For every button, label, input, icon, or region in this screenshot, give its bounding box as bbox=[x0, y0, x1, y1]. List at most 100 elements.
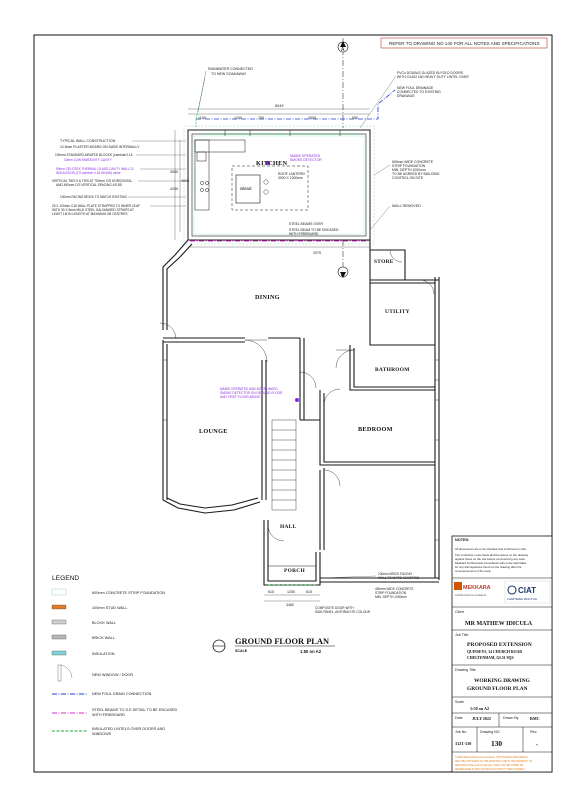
annotations: RAINWATER CONNECTED TO NEW SOAKAWAY PVCu… bbox=[52, 67, 469, 614]
dimension-lines bbox=[174, 108, 370, 602]
job-title-label: Job Title bbox=[455, 633, 468, 637]
room-utility: UTILITY bbox=[385, 309, 410, 315]
note-beam-2: STEEL BEAM TO BE ENCASED bbox=[289, 228, 339, 232]
plan-scale: 1:50 on A2 bbox=[300, 649, 322, 654]
drawing-title-label: Drawing Title bbox=[455, 668, 476, 672]
dim-porch-a: 615 bbox=[268, 590, 274, 594]
legend-symbol-brick bbox=[51, 634, 67, 640]
room-hall: HALL bbox=[280, 524, 297, 530]
note-drain-2: CONNECTED TO EXISTING bbox=[397, 90, 441, 94]
hall-smoke-detector bbox=[295, 398, 299, 402]
legend-title: LEGEND bbox=[52, 575, 79, 582]
porch-outline bbox=[267, 565, 317, 582]
roof-lantern bbox=[231, 165, 309, 211]
note-wall-6: VERTICAL TIES 9 & TIES AT 750mm C/S HORI… bbox=[52, 179, 133, 183]
legend-label-4: INSULATION bbox=[92, 652, 115, 656]
legend-label-3: BRICK WALL bbox=[92, 636, 115, 640]
note-rainwater-1: RAINWATER CONNECTED bbox=[208, 67, 253, 71]
copyright-3: REPRODUCED IN PART OR WHOLE WITHOUT THEI… bbox=[455, 768, 525, 771]
sheet-border bbox=[33, 34, 553, 773]
note-smoke-2: SMOKE DETECTOR bbox=[290, 158, 322, 162]
notes-line-4: for any discrepancies found on the drawi… bbox=[455, 565, 522, 569]
note-door-2: SIDE PANEL, ANTHRACITE COLOUR bbox=[315, 610, 371, 614]
notes-line-0: All dimensions are to be checked and con… bbox=[455, 547, 527, 551]
note-porch-found-2: STRIP FOUNDATION bbox=[375, 591, 407, 595]
legend-label-5: NEW WINDOW / DOOR bbox=[92, 673, 133, 677]
note-wall-1: 12.5mm PLASTER BOARD ON DABS INTERNALLY bbox=[60, 145, 140, 149]
drawn-by-value: RMC bbox=[530, 716, 540, 721]
note-wall-5: INSULATION (TO achieve 0.18 W/m2k) value bbox=[56, 171, 121, 175]
room-porch: PORCH bbox=[284, 568, 305, 574]
foul-drain-line bbox=[196, 89, 396, 120]
note-brick-1: 100mm BRICK FACING bbox=[378, 572, 413, 576]
extension-walls bbox=[187, 129, 371, 241]
note-wall-9: 25 X 100mm C16 WALL PLATE STRAPPED TO IN… bbox=[52, 204, 140, 208]
dim-v1: 3050 bbox=[170, 170, 178, 174]
staircase bbox=[271, 419, 297, 511]
legend-symbol-window bbox=[57, 664, 73, 682]
drawing-title-2: GROUND FLOOR PLAN bbox=[467, 686, 528, 692]
notes-line-3: Mekkara Architectural Consultants will n… bbox=[455, 561, 527, 565]
dim-3: 700 bbox=[258, 116, 264, 120]
note-smoke-1: MAINS OPERATED bbox=[290, 154, 321, 158]
drawing-title-1: WORKING DRAWING bbox=[474, 678, 531, 684]
note-foundation-4: TO BE AGREED BY BUILDING bbox=[392, 172, 440, 176]
existing-house-walls bbox=[162, 239, 440, 586]
legend-symbol-foundation bbox=[51, 588, 67, 596]
legend-label-8: INSULATED LINTELS OVER DOORS AND WINDOWS bbox=[92, 727, 166, 736]
note-beam-1: STEEL BEAMS OVER bbox=[289, 222, 324, 226]
mekkara-logo: MEKKARA Architectural Consultants bbox=[454, 582, 491, 597]
windows bbox=[163, 359, 439, 541]
floor-plan bbox=[159, 77, 440, 586]
job-no-value: 1121-110 bbox=[455, 741, 472, 746]
legend-label-0: 600mm CONCRETE STRIP FOUNDATION bbox=[92, 591, 165, 595]
note-drain-3: DRAINAGE bbox=[397, 94, 415, 98]
note-beam-3: WITH FIREBOARD bbox=[289, 232, 319, 236]
legend-label-6: NEW FOUL DRAIN CONNECTION bbox=[92, 692, 152, 696]
notes-line-5: commencement of the work. bbox=[455, 569, 492, 573]
ciat-sub: CHARTERED PRACTICE bbox=[507, 597, 537, 601]
title-block: NOTES: All dimensions are to be checked … bbox=[451, 535, 553, 773]
copyright-0: © MEKKARA Architectural Consultants. THI… bbox=[455, 756, 528, 759]
company-name: MEKKARA bbox=[463, 585, 491, 591]
room-store: STORE bbox=[374, 259, 394, 265]
plan-title: GROUND FLOOR PLAN bbox=[235, 637, 329, 646]
note-foundation-3: MIN. DEPTH 1000mm bbox=[392, 168, 426, 172]
job-no-label: Job No bbox=[455, 730, 466, 734]
note-brick-2: WALL TO MATCH EXISTING bbox=[378, 576, 420, 580]
island-stool bbox=[263, 179, 269, 185]
rev-value: - bbox=[536, 742, 538, 748]
section-marker-top: A bbox=[337, 38, 349, 128]
room-island: island bbox=[240, 186, 252, 191]
note-hall-detector-1: MAINS OPERATED AND INTERLINKED bbox=[220, 387, 278, 391]
address-line-2: CHELTENHAM, GL51 9QS bbox=[467, 656, 514, 660]
drawing-no-label: Drawing NO bbox=[480, 730, 500, 734]
copyright-2: MEKKARA Architectural Consultants. SHALL… bbox=[455, 764, 524, 767]
note-lantern-2: 3000 X 1000mm bbox=[278, 176, 303, 180]
foundation-outline bbox=[183, 125, 375, 245]
scale-label: Scale bbox=[455, 700, 464, 704]
note-wall-10: WITH 30 X 5mm MILD STEEL GALVANISED STRA… bbox=[52, 208, 134, 212]
section-marker-bottom: A bbox=[337, 240, 349, 278]
dim-porch-b: 1250 bbox=[287, 590, 295, 594]
note-foundation-2: STRIP FOUNDATION bbox=[392, 164, 426, 168]
notes-line-2: against those on the site before commenc… bbox=[455, 557, 526, 561]
note-glazing-2: WITH CX402 160 HEAVY DUTY LINTEL OVER bbox=[397, 75, 469, 79]
plan-title-block: GROUND FLOOR PLAN SCALE 1:50 on A2 bbox=[212, 637, 335, 654]
dim-porch-c: 615 bbox=[306, 590, 312, 594]
copyright-1: ARE THE COPYRIGHT OF THE ARCHITECT AND I… bbox=[455, 760, 533, 763]
note-wall-removed: WALL REMOVED bbox=[392, 204, 421, 208]
ciat-name: CIAT bbox=[518, 586, 536, 595]
legend-symbol-insulation bbox=[51, 650, 67, 656]
dim-1: 1199 bbox=[198, 116, 206, 120]
legend-label-7: STEEL BEAMS TO S.E DETAIL TO BE ENCASED … bbox=[92, 708, 178, 717]
room-dining: DINING bbox=[255, 294, 280, 301]
note-wall-0: TYPICAL WALL CONSTRUCTION bbox=[60, 139, 116, 143]
legend-label-1: 100mm STUD WALL bbox=[92, 606, 127, 610]
room-labels: KITCHEN island STORE DINING UTILITY BATH… bbox=[199, 160, 410, 574]
dim-overall: 6049 bbox=[275, 104, 283, 108]
island-stool bbox=[263, 189, 269, 195]
legend-label-2: BLOCK WALL bbox=[92, 621, 116, 625]
legend-symbol-stud bbox=[51, 604, 67, 610]
